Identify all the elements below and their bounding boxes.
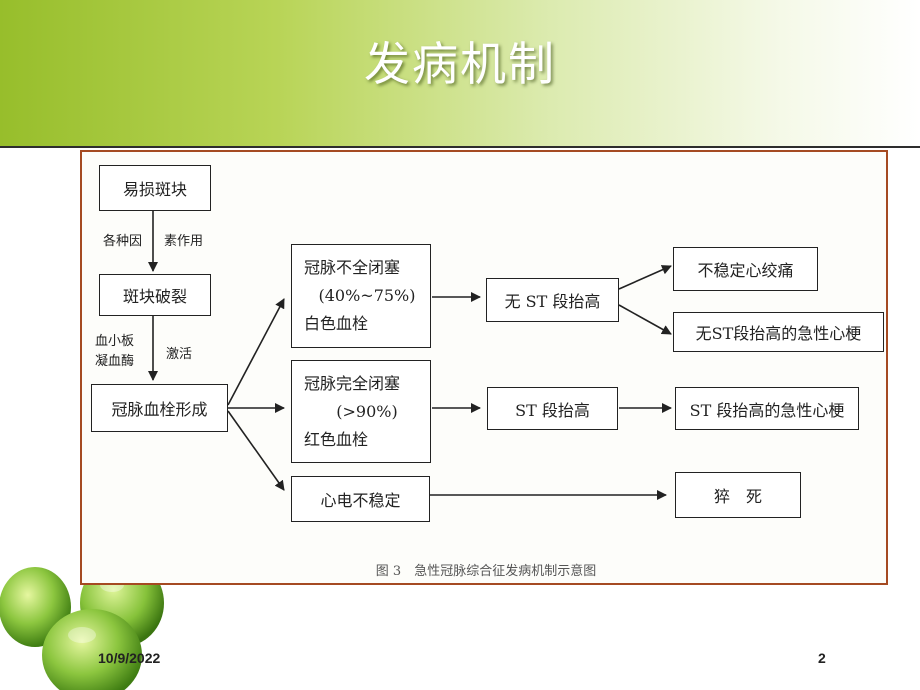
- slide-title: 发病机制: [364, 37, 556, 91]
- stemi-box: ST 段抬高的急性心梗: [675, 387, 859, 430]
- partial-occlusion-range: (40%~75%): [318, 286, 416, 305]
- st-elevation-box: ST 段抬高: [487, 387, 618, 430]
- vulnerable-plaque-box: 易损斑块: [99, 165, 211, 211]
- sudden-death-box: 猝 死: [675, 472, 801, 518]
- non-st-elevation-box: 无 ST 段抬高: [486, 278, 619, 322]
- various-factors-label: 各种因: [103, 234, 143, 249]
- banner-divider: [0, 146, 920, 148]
- thrombin-label: 凝血酶: [95, 354, 135, 369]
- factors-action-label: 素作用: [164, 234, 204, 249]
- complete-occlusion-title: 冠脉完全闭塞: [304, 373, 401, 393]
- platelets-label: 血小板: [95, 334, 135, 349]
- slide-date: 10/9/2022: [98, 650, 161, 666]
- plaque-rupture-box: 斑块破裂: [99, 274, 211, 316]
- page-number: 2: [818, 650, 826, 666]
- partial-occlusion-title: 冠脉不全闭塞: [304, 258, 401, 277]
- partial-occlusion-thrombus: 白色血栓: [304, 314, 369, 333]
- electrical-instability-box: 心电不稳定: [291, 476, 430, 522]
- complete-occlusion-thrombus: 红色血栓: [304, 429, 369, 449]
- pathogenesis-figure: 易损斑块 各种因 素作用 斑块破裂 血小板 凝血酶 激活 冠脉血栓形成 冠脉不全…: [80, 150, 888, 585]
- thrombus-formation-box: 冠脉血栓形成: [91, 384, 228, 432]
- apple-front: [42, 609, 142, 690]
- title-banner: [0, 0, 920, 148]
- flow-arrows: [148, 211, 672, 500]
- partial-occlusion-box: 冠脉不全闭塞 (40%~75%) 白色血栓: [291, 244, 431, 348]
- nstemi-box: 无ST段抬高的急性心梗: [673, 312, 884, 352]
- figure-caption: 图 3 急性冠脉综合征发病机制示意图: [375, 564, 597, 579]
- complete-occlusion-box: 冠脉完全闭塞 (>90%) 红色血栓: [291, 360, 431, 463]
- unstable-angina-box: 不稳定心绞痛: [673, 247, 818, 291]
- complete-occlusion-range: (>90%): [336, 401, 398, 421]
- activation-label: 激活: [166, 347, 193, 362]
